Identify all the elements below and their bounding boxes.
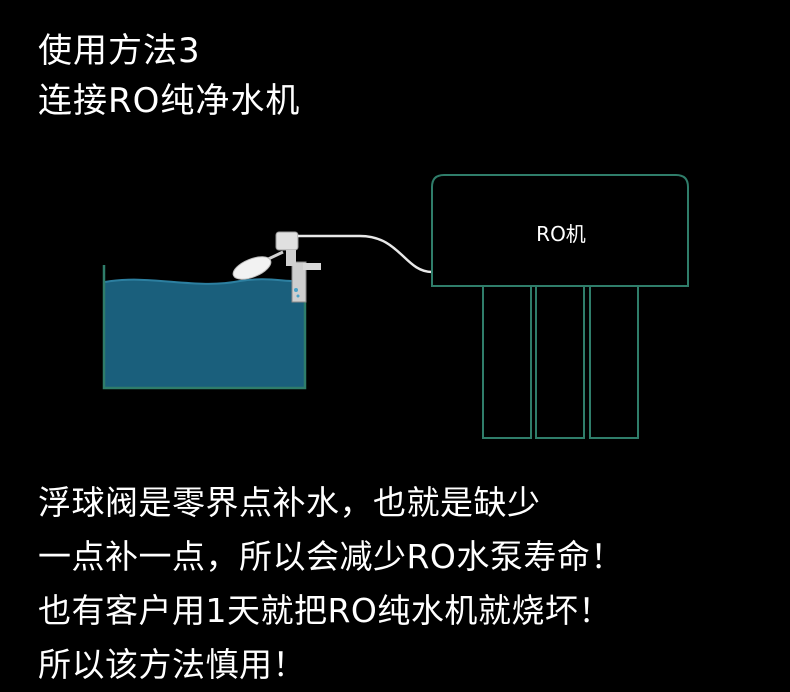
description-line-4: 所以该方法慎用！ [38,645,306,684]
ro-machine-body [431,174,689,287]
filter-cartridge-3 [589,285,639,439]
title-line-connect: 连接RO纯净水机 [38,81,301,121]
filter-cartridge-1 [482,285,532,439]
tank-water-surface [104,278,305,285]
ro-machine-label: RO机 [536,222,586,246]
filter-cartridge-2 [535,285,585,439]
description-line-2: 一点补一点，所以会减少RO水泵寿命！ [38,537,624,576]
description-line-3: 也有客户用1天就把RO纯水机就烧坏！ [38,591,612,630]
description-line-1: 浮球阀是零界点补水，也就是缺少 [38,483,541,522]
ro-machine-icon [431,174,689,439]
title-line-method: 使用方法3 [38,31,201,71]
connection-diagram [102,174,689,439]
tank-outline [102,262,307,390]
tank-water [105,279,304,387]
water-tank-icon [102,262,307,390]
water-pipe [298,234,433,274]
filter-cartridge-icon [482,285,639,439]
page-title: 使用方法3 连接RO纯净水机 [38,26,300,126]
description-text: 浮球阀是零界点补水，也就是缺少 一点补一点，所以会减少RO水泵寿命！ 也有客户用… [38,476,624,692]
float-valve-icon [232,231,321,303]
